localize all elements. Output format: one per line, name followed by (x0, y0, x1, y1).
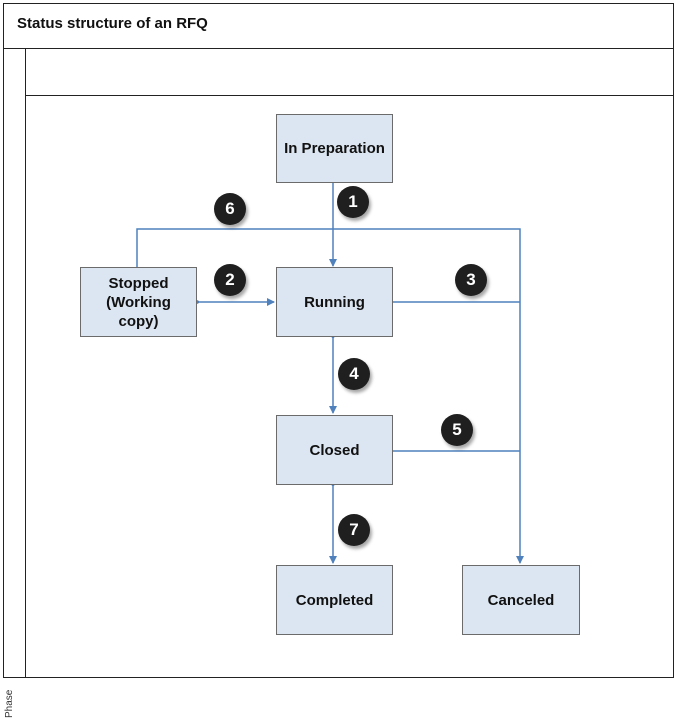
badge-7: 7 (338, 514, 370, 546)
node-running: Running (276, 267, 393, 337)
badge-4: 4 (338, 358, 370, 390)
diagram-title: Status structure of an RFQ (17, 15, 208, 32)
title-row: Status structure of an RFQ (3, 3, 674, 49)
node-canceled-label: Canceled (487, 591, 555, 609)
badge-5: 5 (441, 414, 473, 446)
node-in-preparation: In Preparation (276, 114, 393, 183)
diagram-frame (3, 3, 674, 678)
node-completed-label: Completed (295, 591, 374, 609)
badge-1: 1 (337, 186, 369, 218)
node-running-label: Running (304, 293, 365, 311)
node-completed: Completed (276, 565, 393, 635)
header-band (26, 48, 674, 96)
node-closed: Closed (276, 415, 393, 485)
badge-3: 3 (455, 264, 487, 296)
badge-6: 6 (214, 193, 246, 225)
node-stopped-label: Stopped (Working copy) (106, 274, 171, 330)
phase-column: Phase (3, 48, 26, 718)
connectors (136, 183, 524, 564)
node-in-preparation-label: In Preparation (284, 140, 385, 157)
node-closed-label: Closed (309, 441, 360, 459)
node-stopped: Stopped (Working copy) (80, 267, 197, 337)
connector-top-bus (136, 228, 521, 300)
badge-2: 2 (214, 264, 246, 296)
node-canceled: Canceled (462, 565, 580, 635)
